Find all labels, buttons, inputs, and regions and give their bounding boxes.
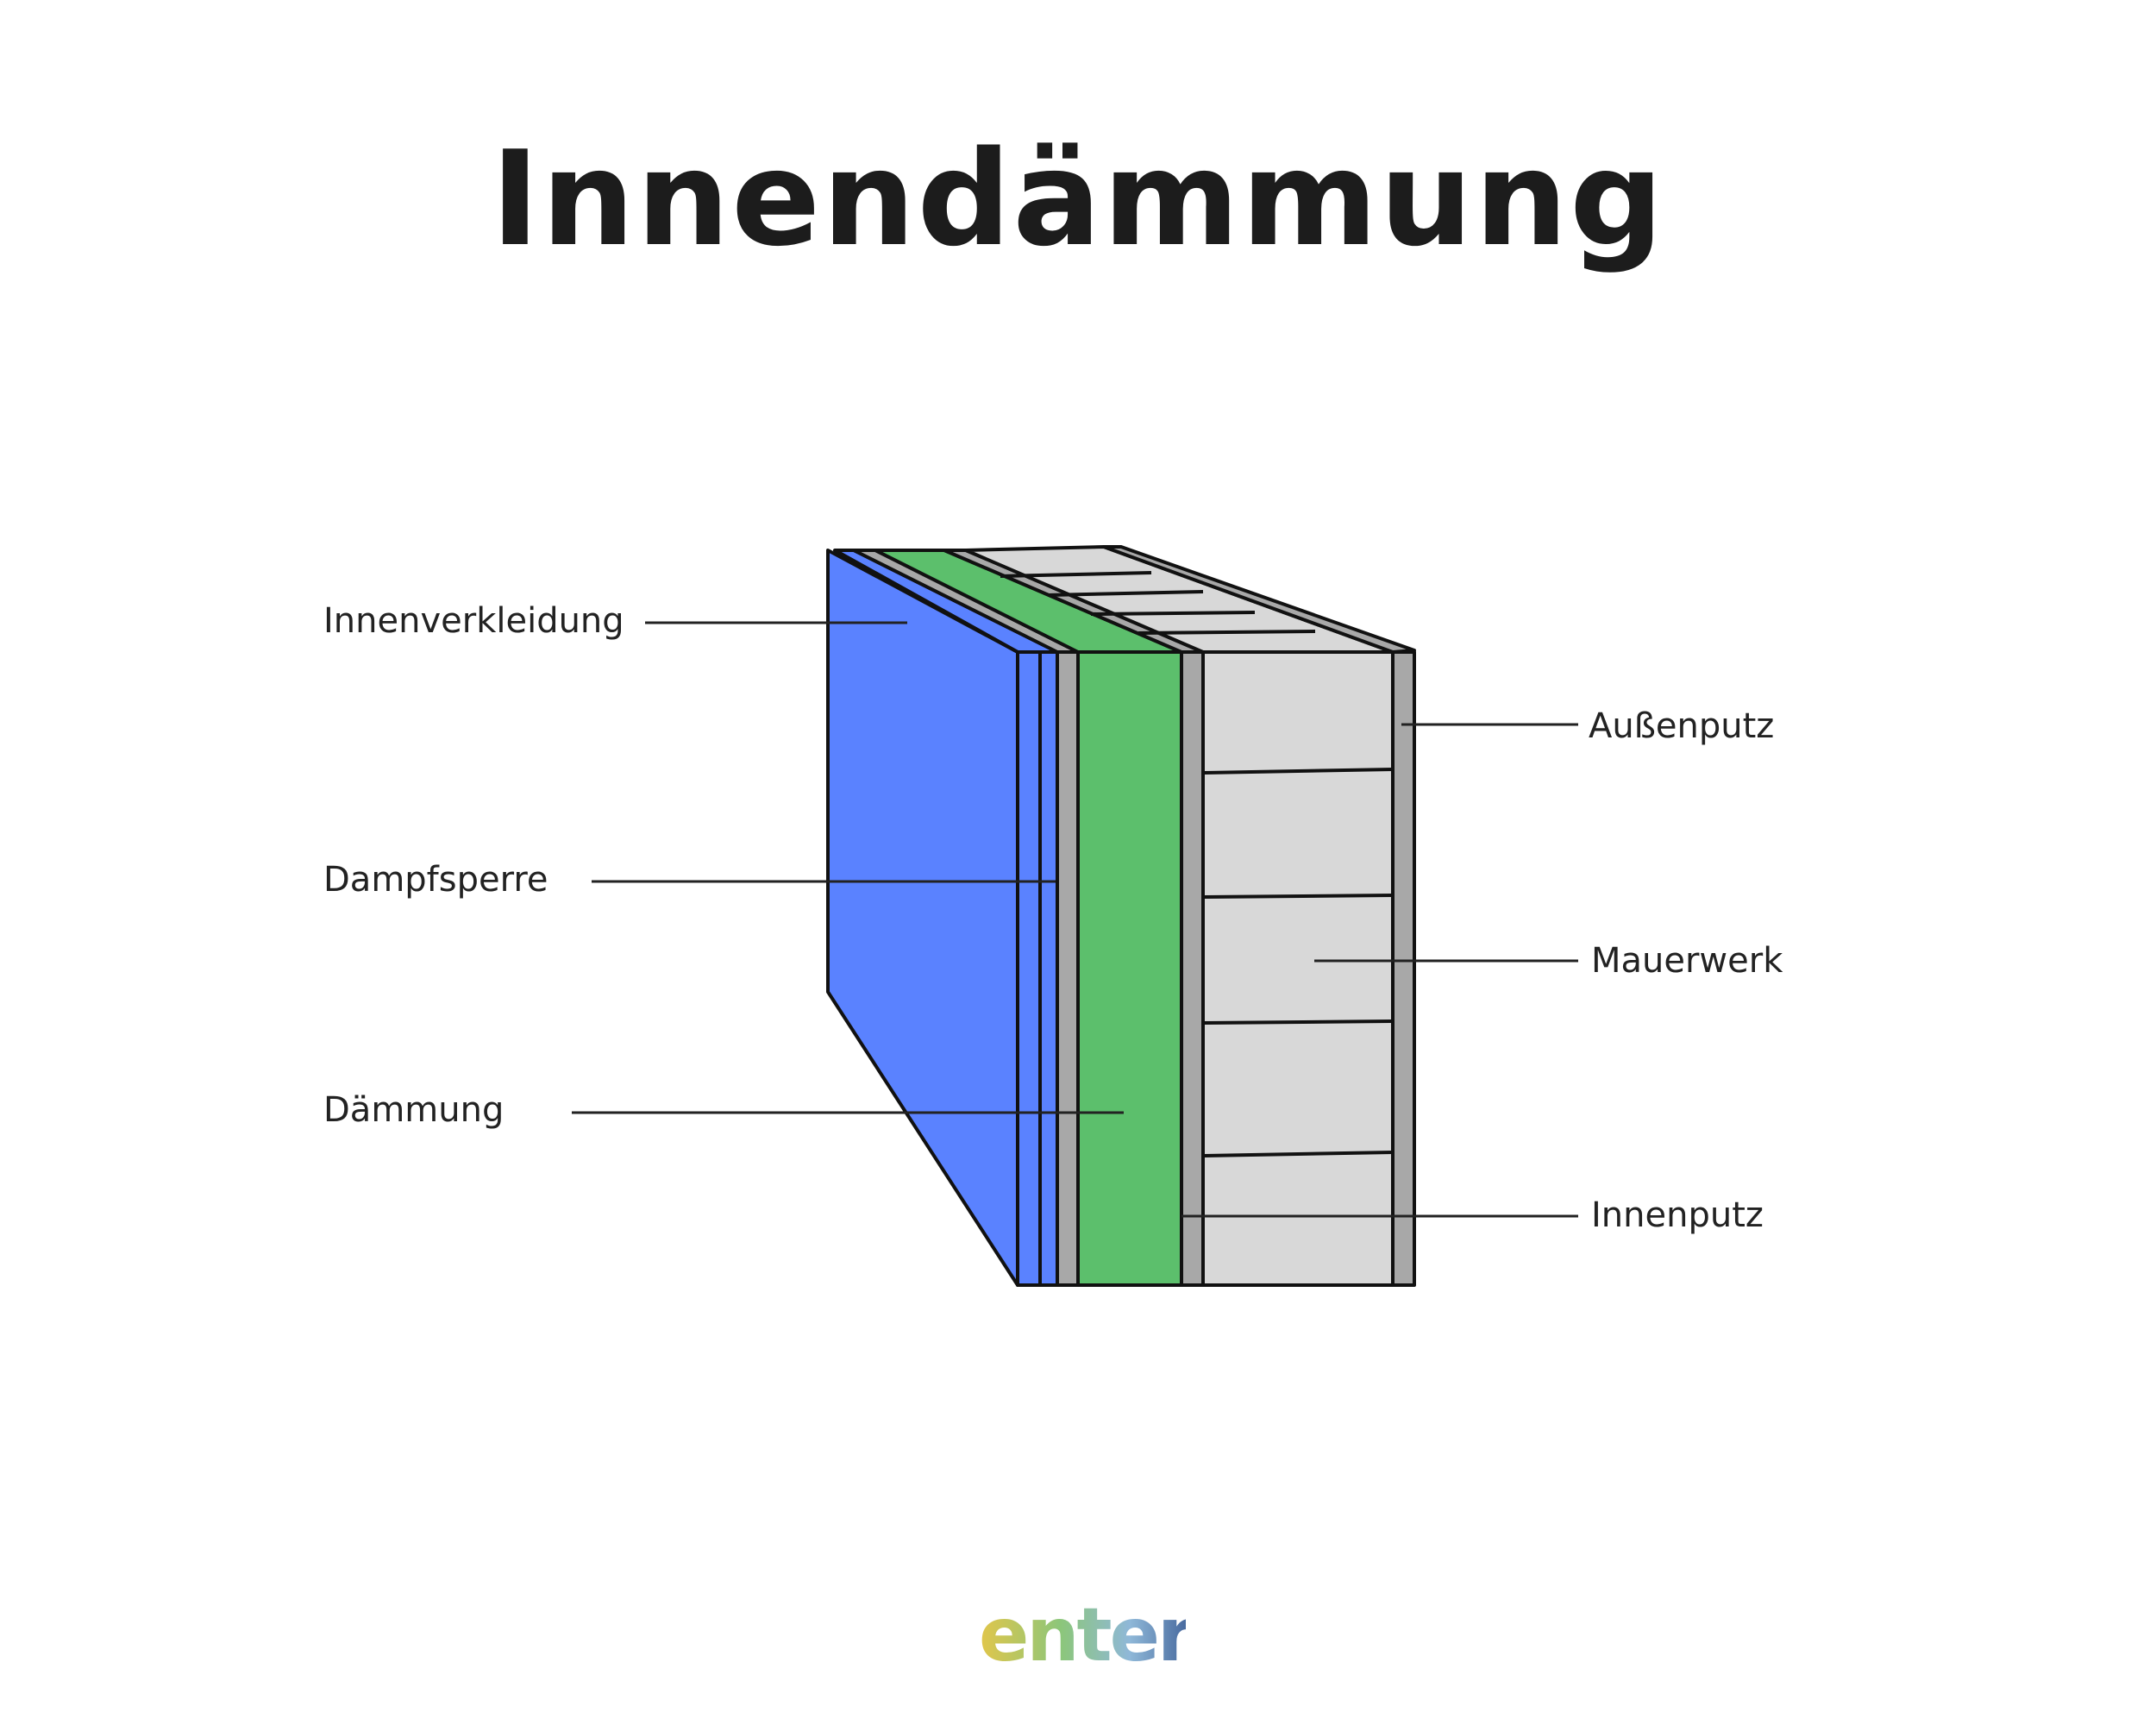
cladding-side-face xyxy=(826,549,1019,1287)
masonry-front xyxy=(1201,650,1395,1287)
inner-plaster-front xyxy=(1180,650,1205,1287)
masonry-top-seam xyxy=(1090,611,1256,616)
layer-labels: Innenverkleidung Dampfsperre Dämmung Auß… xyxy=(323,601,1783,1235)
masonry-joint xyxy=(1202,1019,1394,1025)
cladding-front xyxy=(1016,650,1059,1287)
label-dampfsperre: Dampfsperre xyxy=(323,860,548,900)
masonry-joint xyxy=(1202,1151,1394,1157)
insulation-front xyxy=(1076,650,1183,1287)
outer-plaster-front xyxy=(1391,650,1416,1287)
cladding-side-edge xyxy=(834,549,1018,654)
masonry-joint xyxy=(1202,894,1394,899)
label-innenputz: Innenputz xyxy=(1591,1195,1764,1235)
label-aussenputz: Außenputz xyxy=(1589,706,1774,746)
masonry-top-seam xyxy=(1000,571,1152,578)
label-innenverkleidung: Innenverkleidung xyxy=(323,601,624,641)
masonry-joint xyxy=(1202,768,1394,775)
vapor-barrier-front xyxy=(1056,650,1080,1287)
front-faces xyxy=(826,549,1416,1287)
page-title: Innendämmung xyxy=(491,122,1665,275)
enter-logo: enter xyxy=(979,1600,1186,1669)
masonry-top-seam xyxy=(1047,590,1204,597)
label-mauerwerk: Mauerwerk xyxy=(1591,941,1783,981)
masonry-top-seam xyxy=(1138,630,1316,635)
logo-wordmark: enter xyxy=(979,1600,1186,1669)
leader-lines xyxy=(572,621,1578,1218)
label-daemmung: Dämmung xyxy=(323,1090,504,1130)
